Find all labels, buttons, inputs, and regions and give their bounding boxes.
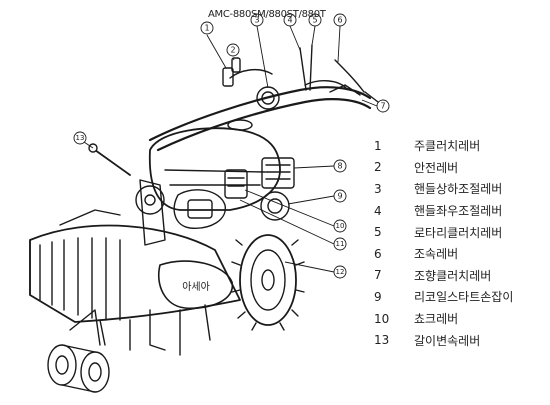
leader-6 [337,25,341,63]
legend-row: 9 리코일스타트손잡이 [374,286,544,308]
callout-9-ring [333,189,347,203]
legend-row: 3 핸들상하조절레버 [374,178,544,200]
callout-11-ring [333,237,347,251]
handlebar [148,44,379,152]
callout-12: 12 [336,268,345,276]
legend-label: 조속레버 [414,247,459,262]
rear-wheel [231,234,305,331]
legend-label: 핸들좌우조절레버 [414,204,503,219]
leader-11 [239,199,335,245]
leader-10 [244,189,335,227]
callout-3-ring [250,13,264,27]
leader-12 [284,261,335,273]
callout-2-ring [226,43,240,57]
rotary-cover [29,209,241,356]
callout-4-ring [283,13,297,27]
legend-row: 4 핸들좌우조절레버 [374,200,544,222]
callout-10-ring [333,219,347,233]
parts-legend: 1 주클러치레버 2 안전레버 3 핸들상하조절레버 4 핸들좌우조절레버 5 로타리클러… [374,135,544,351]
callout-6: 6 [337,16,342,25]
model-label: AMC-880SM/880ST/880T [208,9,326,20]
engine [135,119,295,246]
legend-number: 1 [374,138,382,153]
leader-5 [311,25,316,46]
legend-label: 안전레버 [414,160,459,175]
callout-12-ring [333,265,347,279]
front-wheels [47,309,110,393]
legend-label: 핸들상하조절레버 [414,182,503,197]
callout-9: 9 [337,192,342,201]
callout-10: 10 [336,222,345,230]
callout-13-ring [73,131,87,145]
callout-1: 1 [204,24,209,33]
badge-text: 아세아 [182,281,210,293]
legend-number: 7 [374,268,382,283]
legend-number: 10 [374,311,390,326]
legend-row: 13 갈이변속레버 [374,329,544,351]
legend-number: 4 [374,203,382,218]
leader-7 [361,99,378,107]
leader-8 [293,165,335,169]
leader-3 [256,25,269,89]
legend-label: 쵸크레버 [414,312,459,327]
leader-1 [206,34,227,69]
legend-row: 1 주클러치레버 [374,135,544,157]
legend-number: 6 [374,246,382,261]
leader-2 [232,57,235,61]
legend-label: 주클러치레버 [414,139,481,154]
legend-number: 13 [374,333,390,348]
callout-3: 3 [254,16,259,25]
legend-number: 3 [374,181,382,196]
callout-1-ring [200,21,214,35]
legend-row: 7 조향클러치레버 [374,265,544,287]
lever-13-shaft [94,149,131,176]
legend-number: 2 [374,160,382,175]
legend-row: 10 쵸크레버 [374,308,544,330]
legend-number: 9 [374,289,382,304]
leader-4 [289,25,301,51]
callout-7: 7 [380,102,385,111]
callout-13: 13 [76,134,85,142]
callout-7-ring [376,99,390,113]
legend-label: 리코일스타트손잡이 [414,290,514,305]
legend-row: 6 조속레버 [374,243,544,265]
legend-number: 5 [374,225,382,240]
leader-9 [287,195,335,205]
callout-6-ring [333,13,347,27]
leader-13 [83,141,94,149]
legend-label: 갈이변속레버 [414,333,481,348]
callout-8: 8 [337,162,342,171]
callout-2: 2 [230,46,235,55]
callout-11: 11 [336,240,345,248]
callout-5-ring [308,13,322,27]
legend-row: 5 로타리클러치레버 [374,221,544,243]
legend-row: 2 안전레버 [374,157,544,179]
legend-label: 조향클러치레버 [414,268,492,283]
callout-8-ring [333,159,347,173]
callout-4: 4 [287,16,292,25]
callout-5: 5 [312,16,317,25]
legend-label: 로타리클러치레버 [414,225,503,240]
